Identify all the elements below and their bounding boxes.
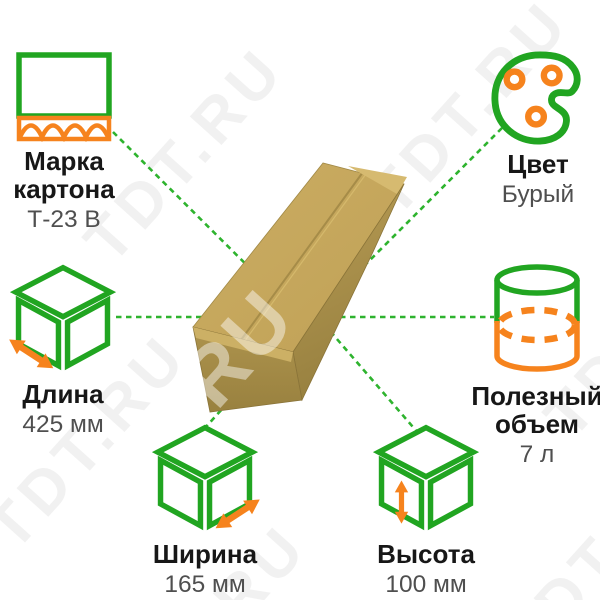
feature-length: Длина 425 мм [0, 264, 127, 439]
cardboard-grade-icon [16, 52, 112, 142]
feature-width: Ширина 165 мм [141, 424, 269, 599]
height-arrow [394, 480, 409, 524]
feature-value: 7 л [519, 441, 555, 469]
feature-height: Высота 100 мм [362, 424, 490, 599]
feature-value: 100 мм [385, 571, 467, 599]
cylinder-volume-icon [494, 264, 580, 372]
box-seam [240, 171, 364, 341]
paint-well [525, 105, 548, 128]
box-seam-highlight [243, 173, 367, 343]
paint-well [540, 64, 563, 87]
feature-label: Высота [377, 539, 475, 569]
box-far-flap [348, 166, 407, 194]
feature-label: Марка картона [13, 146, 115, 205]
palette-outline [491, 51, 581, 145]
feature-value: 165 мм [164, 571, 246, 599]
cube-top-face [372, 424, 480, 480]
feature-label: Полезный объем [471, 381, 600, 440]
cube-width-icon [151, 424, 260, 531]
width-arrow [215, 499, 260, 529]
paint-well [503, 68, 526, 91]
cylinder-top [494, 264, 580, 296]
box-near-flap [193, 327, 293, 362]
feature-label: Длина [22, 379, 104, 409]
cardboard-liner [16, 52, 112, 119]
length-arrow [9, 339, 54, 369]
cube-right-face [64, 295, 111, 371]
feature-value: 425 мм [22, 411, 104, 439]
cube-top-face [9, 264, 117, 320]
fill-level-dashed [495, 306, 579, 344]
cube-height-icon [372, 424, 480, 531]
cube-length-icon [9, 264, 117, 371]
feature-cardboard-grade: Марка картона Т-23 В [0, 52, 130, 234]
cube-top-face [151, 424, 259, 480]
feature-volume: Полезный объем 7 л [471, 263, 600, 469]
cylinder-bottom [494, 355, 580, 372]
feature-color: Цвет Бурый [474, 51, 600, 209]
cardboard-flute-wave [17, 123, 111, 142]
feature-label: Цвет [507, 149, 569, 179]
feature-value: Т-23 В [27, 206, 101, 234]
cube-right-face [427, 455, 474, 531]
connector-height [329, 330, 420, 435]
feature-value: Бурый [501, 181, 575, 209]
cube-left-face [157, 455, 204, 531]
palette-icon [491, 51, 581, 145]
feature-label: Ширина [152, 539, 258, 569]
